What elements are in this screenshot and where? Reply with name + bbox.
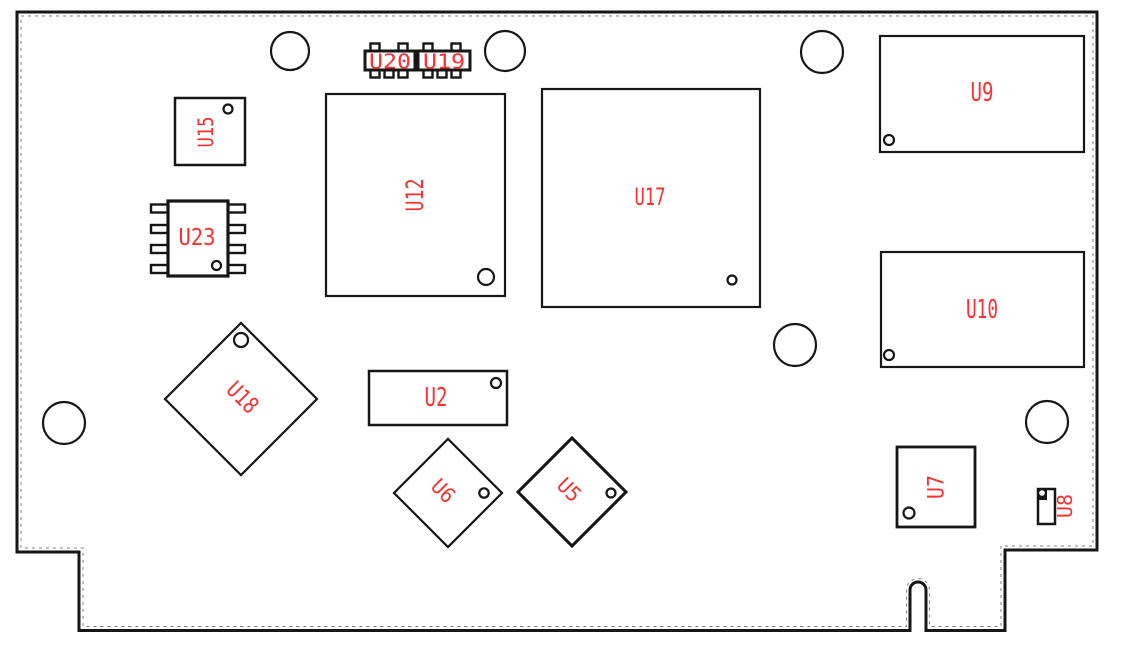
u23-pin1-marker bbox=[210, 259, 223, 272]
u15-pin1-marker bbox=[222, 103, 234, 115]
u7-pin1-marker bbox=[902, 506, 916, 520]
u12-body bbox=[324, 92, 507, 298]
board-outline bbox=[15, 10, 1099, 632]
u5-pin1-marker bbox=[605, 487, 617, 499]
u23-pin bbox=[149, 263, 170, 275]
mounting-hole bbox=[772, 322, 818, 368]
ref-label-u19: U19 bbox=[423, 50, 465, 74]
component-u6: U6 bbox=[392, 437, 504, 549]
u20-body bbox=[363, 49, 417, 72]
u9-body bbox=[878, 34, 1086, 154]
ref-label-u10: U10 bbox=[966, 295, 998, 325]
ref-label-u23: U23 bbox=[179, 225, 216, 251]
component-u18: U18 bbox=[163, 321, 319, 477]
u18-body bbox=[163, 321, 319, 477]
u15-body bbox=[173, 96, 247, 167]
component-u12: U12 bbox=[324, 92, 507, 298]
component-u23: U23 bbox=[149, 199, 247, 278]
u17-body bbox=[540, 87, 762, 309]
component-u15: U15 bbox=[173, 96, 247, 167]
component-u2: U2 bbox=[367, 369, 509, 427]
component-u8: U8 bbox=[1036, 487, 1077, 526]
ref-label-u17: U17 bbox=[635, 183, 666, 211]
u10-body bbox=[879, 250, 1086, 369]
u23-pin bbox=[149, 203, 170, 214]
u2-body bbox=[367, 369, 509, 427]
u23-pin bbox=[226, 223, 247, 235]
u9-pin1-marker bbox=[882, 133, 896, 147]
u5-body bbox=[515, 435, 629, 549]
u23-pin bbox=[226, 263, 247, 275]
u6-pin1-marker bbox=[478, 487, 490, 499]
ref-label-u9: U9 bbox=[971, 78, 994, 108]
ref-label-u12: U12 bbox=[401, 179, 429, 212]
mounting-hole bbox=[41, 400, 87, 446]
component-u17: U17 bbox=[540, 87, 762, 309]
u2-pin1-marker bbox=[489, 376, 503, 390]
component-u20: U20 bbox=[363, 42, 417, 79]
component-u9: U9 bbox=[878, 34, 1086, 154]
mounting-hole bbox=[269, 30, 311, 72]
ref-label-u20: U20 bbox=[369, 50, 411, 74]
component-u5: U5 bbox=[515, 435, 629, 549]
ref-label-u8: U8 bbox=[1053, 494, 1077, 518]
mounting-hole bbox=[799, 29, 845, 75]
u23-pin bbox=[226, 243, 247, 255]
board-outline-dashed bbox=[20, 15, 1094, 627]
u8-pin1-marker bbox=[1039, 490, 1045, 496]
ref-label-u7: U7 bbox=[925, 475, 950, 499]
u17-pin1-marker bbox=[726, 274, 738, 286]
u18-pin1-marker bbox=[232, 331, 250, 349]
component-u10: U10 bbox=[879, 250, 1086, 369]
u23-pin bbox=[149, 243, 170, 255]
component-u19: U19 bbox=[416, 42, 472, 79]
u10-pin1-marker bbox=[882, 348, 896, 362]
u19-body bbox=[416, 49, 472, 72]
mounting-hole bbox=[483, 29, 527, 73]
ref-label-u2: U2 bbox=[425, 383, 448, 413]
component-u7: U7 bbox=[895, 445, 977, 529]
mounting-hole bbox=[1024, 399, 1070, 445]
u23-pin bbox=[226, 203, 247, 214]
u6-body bbox=[392, 437, 504, 549]
u23-pin bbox=[149, 223, 170, 235]
ref-label-u15: U15 bbox=[194, 117, 218, 148]
u12-pin1-marker bbox=[476, 267, 496, 287]
